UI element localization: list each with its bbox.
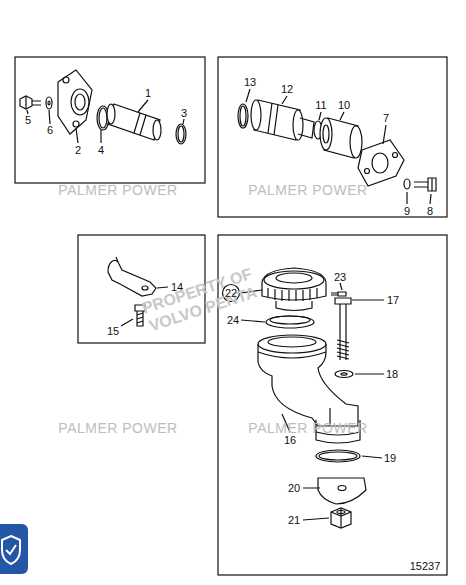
callout-number: 5 — [25, 115, 31, 126]
callout-number: 24 — [227, 315, 239, 326]
washer — [404, 179, 410, 189]
o-ring — [240, 106, 246, 126]
callout-number: 20 — [288, 483, 300, 494]
callout-number: 10 — [338, 100, 350, 111]
callout-number: 4 — [98, 145, 104, 156]
callout-number: 17 — [387, 295, 399, 306]
nut — [331, 508, 351, 528]
callout-number: 3 — [181, 108, 187, 119]
washer — [46, 97, 52, 109]
bracket — [108, 257, 156, 296]
callout-number: 13 — [244, 77, 256, 88]
callout-number: 21 — [288, 515, 300, 526]
washer — [335, 371, 353, 378]
callout-number: 8 — [427, 206, 433, 217]
callout-number: 2 — [75, 145, 81, 156]
watermark: PALMER POWER — [58, 421, 177, 435]
callout-number: 7 — [383, 113, 389, 124]
plate — [318, 478, 366, 504]
washer — [48, 101, 50, 105]
o-ring — [176, 124, 186, 144]
flange — [58, 70, 92, 134]
callout-number: 11 — [315, 100, 326, 111]
leader-line — [241, 283, 384, 520]
watermark: PALMER POWER — [248, 421, 367, 435]
o-ring — [238, 104, 248, 128]
bolt — [20, 96, 41, 109]
flange — [358, 140, 404, 186]
callout-number: 19 — [384, 453, 396, 464]
tube — [107, 104, 161, 140]
gasket — [270, 316, 310, 324]
leader-line — [27, 100, 184, 143]
o-ring — [178, 126, 184, 142]
leader-line — [246, 89, 431, 204]
bolt — [335, 298, 351, 360]
shield-icon — [0, 524, 28, 574]
watermark: PALMER POWER — [248, 183, 367, 197]
callout-number: 6 — [47, 125, 53, 136]
callout-number: 12 — [281, 84, 293, 95]
housing — [320, 118, 362, 158]
o-ring — [316, 450, 360, 462]
callout-number: 18 — [386, 369, 398, 380]
callout-number: 16 — [284, 435, 296, 446]
gasket — [266, 316, 314, 328]
callout-number: 9 — [404, 206, 410, 217]
filler-cap — [262, 268, 326, 311]
callout-number: 22 — [225, 288, 237, 299]
o-ring — [319, 452, 357, 460]
panel-frame — [15, 57, 205, 183]
callout-number: 15237 — [410, 561, 441, 572]
watermark: PALMER POWER — [58, 183, 177, 197]
callout-number: 23 — [334, 272, 346, 283]
bolt — [414, 178, 436, 191]
watermark: PROPERTY OF VOLVO PENTA — [137, 263, 263, 337]
o-ring — [99, 108, 107, 128]
callout-number: 1 — [145, 88, 151, 99]
screw — [331, 292, 346, 296]
washer — [341, 373, 347, 375]
valve-body — [251, 100, 314, 140]
callout-number: 15 — [107, 326, 119, 337]
panel-frame — [218, 57, 447, 217]
